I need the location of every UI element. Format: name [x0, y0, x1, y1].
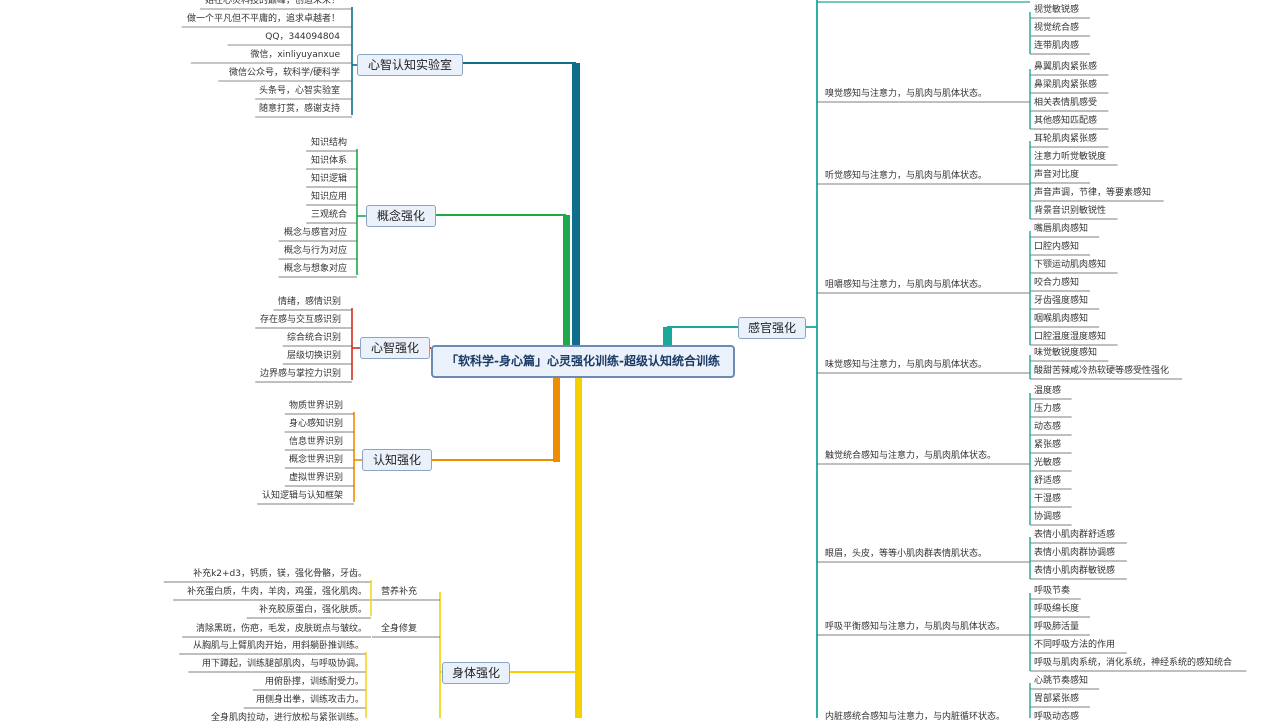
- senses-item[interactable]: 不同呼吸方法的作用: [1034, 640, 1116, 650]
- senses-item[interactable]: 鼻梁肌肉紧张感: [1034, 80, 1098, 90]
- body-group-item[interactable]: 补充蛋白质，牛肉，羊肉，鸡蛋，强化肌肉。: [186, 587, 367, 597]
- mind-item[interactable]: 情绪，感情识别: [277, 297, 341, 307]
- senses-group-label[interactable]: 听觉感知与注意力，与肌肉与肌体状态。: [825, 171, 988, 181]
- senses-item[interactable]: 呼吸节奏: [1034, 586, 1071, 596]
- senses-item[interactable]: 咽喉肌肉感知: [1034, 314, 1089, 324]
- cognition-item[interactable]: 信息世界识别: [288, 437, 343, 447]
- senses-item[interactable]: 视觉敏锐感: [1034, 5, 1080, 15]
- senses-item[interactable]: 视觉统合感: [1034, 23, 1080, 33]
- concept-item[interactable]: 概念与行为对应: [283, 246, 347, 256]
- senses-item[interactable]: 口腔温度湿度感知: [1034, 332, 1107, 342]
- cognition-item[interactable]: 物质世界识别: [288, 401, 343, 411]
- senses-item[interactable]: 牙齿强度感知: [1034, 296, 1089, 306]
- body-item[interactable]: 用下蹲起，训练腿部肌肉，与呼吸协调。: [201, 659, 364, 669]
- body-item[interactable]: 用俯卧撑，训练耐受力。: [264, 677, 364, 687]
- senses-item[interactable]: 呼吸肺活量: [1034, 622, 1080, 632]
- senses-group-label[interactable]: 味觉感知与注意力，与肌肉与肌体状态。: [825, 360, 988, 370]
- senses-item[interactable]: 表情小肌肉群敏锐感: [1034, 566, 1116, 576]
- mind-item[interactable]: 存在感与交互感识别: [259, 315, 341, 325]
- branch-cognition-box[interactable]: 认知强化: [362, 449, 432, 471]
- trunk-senses: [663, 327, 672, 345]
- body-group-label[interactable]: 全身修复: [381, 624, 418, 634]
- concept-item[interactable]: 知识结构: [310, 138, 347, 148]
- senses-item[interactable]: 注意力听觉敏锐度: [1034, 152, 1107, 162]
- senses-item[interactable]: 动态感: [1034, 422, 1062, 432]
- senses-item[interactable]: 其他感知匹配感: [1034, 116, 1098, 126]
- senses-item[interactable]: 背景音识别敏锐性: [1034, 206, 1107, 216]
- senses-group-label[interactable]: 内脏感统合感知与注意力，与内脏循环状态。: [825, 712, 1006, 722]
- senses-item[interactable]: 嘴唇肌肉感知: [1034, 224, 1089, 234]
- senses-group-label[interactable]: 触觉统合感知与注意力，与肌肉肌体状态。: [825, 451, 997, 461]
- senses-group-label[interactable]: 嗅觉感知与注意力，与肌肉与肌体状态。: [825, 89, 988, 99]
- branch-senses-box[interactable]: 感官强化: [738, 317, 806, 339]
- mind-item[interactable]: 层级切换识别: [286, 351, 341, 361]
- trunk-cognition: [553, 378, 560, 462]
- senses-item[interactable]: 鼻翼肌肉紧张感: [1034, 62, 1098, 72]
- senses-item[interactable]: 耳轮肌肉紧张感: [1034, 134, 1098, 144]
- senses-item[interactable]: 温度感: [1034, 386, 1062, 396]
- senses-item[interactable]: 表情小肌肉群舒适感: [1034, 530, 1116, 540]
- senses-item[interactable]: 味觉敏锐度感知: [1034, 348, 1098, 358]
- senses-group-label[interactable]: 眼眉，头皮，等等小肌肉群表情肌状态。: [825, 549, 988, 559]
- concept-item[interactable]: 三观统合: [310, 210, 347, 220]
- senses-item[interactable]: 声音对比度: [1034, 170, 1080, 180]
- root-topic[interactable]: 「软科学-身心篇」心灵强化训练-超级认知统合训练: [431, 345, 735, 378]
- senses-item[interactable]: 连带肌肉感: [1034, 41, 1080, 51]
- cognition-item[interactable]: 概念世界识别: [288, 455, 343, 465]
- body-group-label[interactable]: 营养补充: [381, 587, 418, 597]
- branch-lab-box[interactable]: 心智认知实验室: [357, 54, 463, 76]
- body-item[interactable]: 全身肌肉拉动，进行放松与紧张训练。: [210, 713, 364, 723]
- body-item[interactable]: 从胸肌与上臂肌肉开始，用斜躺卧推训练。: [192, 641, 364, 651]
- lab-item[interactable]: QQ，344094804: [265, 32, 340, 42]
- trunk-body: [575, 378, 582, 718]
- senses-item[interactable]: 光敏感: [1034, 458, 1062, 468]
- lab-item[interactable]: 随意打赏，感谢支持: [258, 104, 340, 114]
- mind-item[interactable]: 边界感与掌控力识别: [259, 369, 341, 379]
- senses-item[interactable]: 咬合力感知: [1034, 278, 1080, 288]
- concept-item[interactable]: 概念与想象对应: [283, 264, 347, 274]
- lab-item[interactable]: 微信，xinliyuyanxue: [250, 50, 340, 60]
- senses-item[interactable]: 声音声调，节律，等要素感知: [1034, 188, 1152, 198]
- senses-item[interactable]: 舒适感: [1034, 476, 1062, 486]
- senses-item[interactable]: 胃部紧张感: [1034, 694, 1080, 704]
- senses-item[interactable]: 酸甜苦辣咸冷热软硬等感受性强化: [1034, 366, 1170, 376]
- concept-item[interactable]: 知识逻辑: [310, 174, 347, 184]
- lab-item[interactable]: 做一个平凡但不平庸的，追求卓越者！: [186, 14, 340, 24]
- trunk-lab: [572, 63, 580, 346]
- senses-item[interactable]: 呼吸动态感: [1034, 712, 1080, 722]
- senses-item[interactable]: 干湿感: [1034, 494, 1062, 504]
- concept-item[interactable]: 概念与感官对应: [283, 228, 347, 238]
- senses-group-label[interactable]: 咀嚼感知与注意力，与肌肉与肌体状态。: [825, 280, 988, 290]
- senses-item[interactable]: 呼吸与肌肉系统，消化系统，神经系统的感知统合: [1034, 658, 1233, 668]
- branch-concept-box[interactable]: 概念强化: [366, 205, 436, 227]
- senses-group-label[interactable]: 呼吸平衡感知与注意力，与肌肉与肌体状态。: [825, 622, 1006, 632]
- lab-item[interactable]: 头条号，心智实验室: [258, 86, 340, 96]
- senses-item[interactable]: 紧张感: [1034, 440, 1062, 450]
- body-group-item[interactable]: 清除黑斑，伤疤，毛发，皮肤斑点与皱纹。: [195, 624, 367, 634]
- branch-mind-box[interactable]: 心智强化: [360, 337, 430, 359]
- lab-item[interactable]: 始在心灵科技的巅峰，创造未来！: [204, 0, 340, 6]
- cognition-item[interactable]: 虚拟世界识别: [288, 473, 343, 483]
- body-group-item[interactable]: 补充k2+d3，钙质，镁，强化骨骼，牙齿。: [193, 569, 367, 579]
- senses-item[interactable]: 口腔内感知: [1034, 242, 1080, 252]
- senses-item[interactable]: 协调感: [1034, 512, 1062, 522]
- senses-item[interactable]: 表情小肌肉群协调感: [1034, 548, 1116, 558]
- body-group-item[interactable]: 补充胶原蛋白，强化肤质。: [258, 605, 367, 615]
- cognition-item[interactable]: 身心感知识别: [288, 419, 343, 429]
- senses-item[interactable]: 压力感: [1034, 404, 1062, 414]
- cognition-item[interactable]: 认知逻辑与认知框架: [261, 491, 343, 501]
- lab-item[interactable]: 微信公众号，软科学/硬科学: [228, 68, 340, 78]
- concept-item[interactable]: 知识应用: [310, 192, 347, 202]
- body-item[interactable]: 用侧身出拳，训练攻击力。: [255, 695, 364, 705]
- senses-item[interactable]: 下颚运动肌肉感知: [1034, 260, 1107, 270]
- senses-item[interactable]: 呼吸绵长度: [1034, 604, 1080, 614]
- mind-item[interactable]: 综合统合识别: [286, 333, 341, 343]
- senses-item[interactable]: 相关表情肌感受: [1034, 98, 1098, 108]
- senses-item[interactable]: 心跳节奏感知: [1034, 676, 1089, 686]
- trunk-concept: [563, 215, 570, 346]
- concept-item[interactable]: 知识体系: [310, 156, 347, 166]
- branch-body-box[interactable]: 身体强化: [442, 662, 510, 684]
